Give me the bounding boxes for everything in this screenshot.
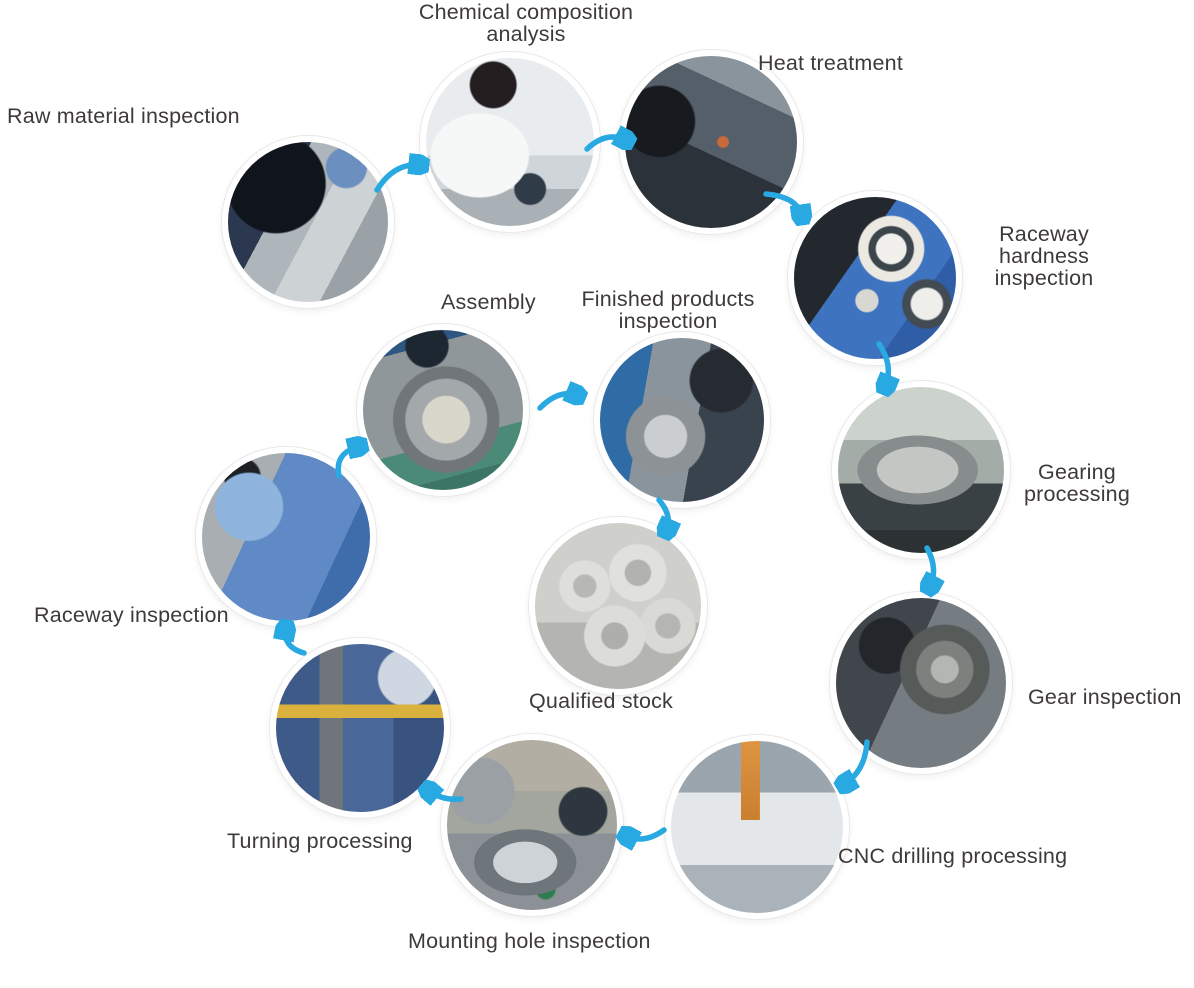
label-chemical-composition-analysis: Chemical composition analysis — [418, 0, 634, 46]
label-cnc-drilling-processing: CNC drilling processing — [838, 844, 1068, 868]
label-gear-inspection: Gear inspection — [1028, 685, 1182, 709]
label-raceway-hardness-inspection: Raceway hardness inspection — [994, 222, 1094, 290]
label-heat-treatment: Heat treatment — [758, 51, 904, 75]
photo-turning-processing — [270, 638, 450, 818]
photo-chemical-composition-analysis — [420, 52, 600, 232]
label-gearing-processing: Gearing processing — [1024, 460, 1130, 506]
label-raceway-inspection: Raceway inspection — [34, 603, 229, 627]
photo-raceway-hardness-inspection — [788, 191, 962, 365]
label-qualified-stock: Qualified stock — [529, 689, 674, 713]
photo-assembly — [357, 324, 529, 496]
arrow-assembly-to-finished-products — [537, 394, 579, 411]
photo-heat-treatment — [619, 50, 803, 234]
photo-finished-products-inspection — [594, 332, 770, 508]
arrow-cnc-to-mounting-hole — [625, 830, 667, 839]
photo-mounting-hole-inspection — [441, 734, 623, 916]
photo-gear-inspection — [830, 592, 1012, 774]
label-turning-processing: Turning processing — [227, 829, 413, 853]
photo-raw-material-inspection — [222, 136, 394, 308]
label-raw-material-inspection: Raw material inspection — [7, 104, 240, 128]
photo-qualified-stock — [529, 517, 707, 695]
label-finished-products-inspection: Finished products inspection — [581, 287, 755, 333]
photo-gearing-processing — [832, 381, 1010, 559]
photo-raceway-inspection — [196, 447, 376, 627]
label-mounting-hole-inspection: Mounting hole inspection — [408, 929, 651, 953]
label-assembly: Assembly — [441, 290, 536, 314]
photo-cnc-drilling-processing — [665, 735, 849, 919]
arrow-turning-to-raceway-inspection — [285, 627, 307, 656]
